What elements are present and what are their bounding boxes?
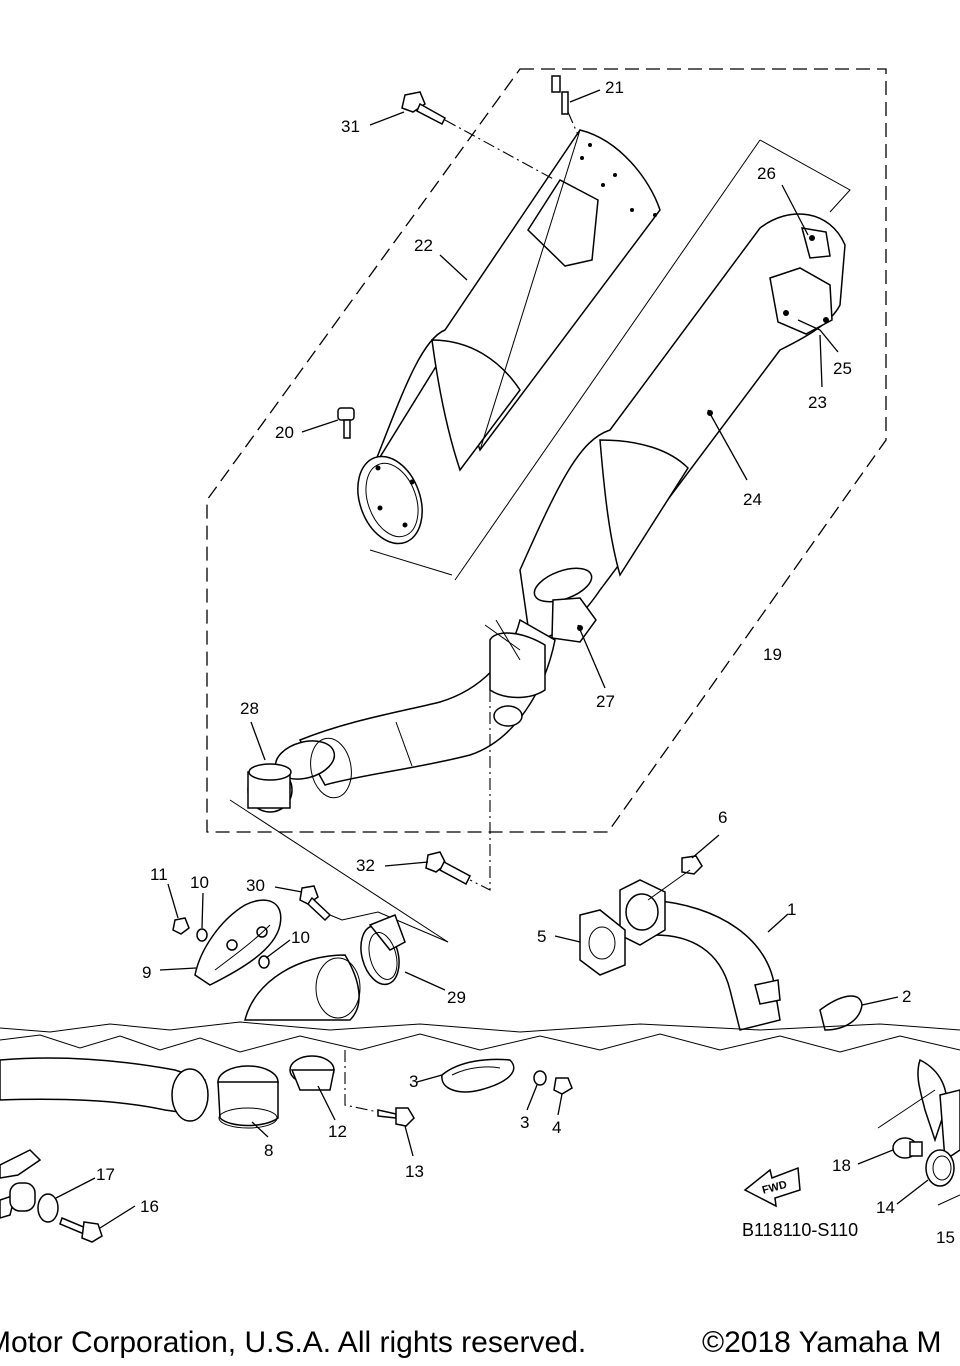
bolt-part-4 (553, 1077, 573, 1095)
callout-4: 4 (552, 1118, 561, 1137)
gasket-part-28 (247, 737, 352, 813)
callout-13: 13 (405, 1162, 424, 1181)
gasket-part-8 (217, 1065, 279, 1129)
callout-16: 16 (140, 1197, 159, 1216)
callout-18: 18 (832, 1156, 851, 1175)
callout-12: 12 (328, 1122, 347, 1141)
callout-9: 9 (142, 963, 151, 982)
diagram-code: B118110-S110 (742, 1220, 858, 1240)
nut-part-6 (681, 855, 703, 875)
callout-20: 20 (275, 423, 294, 442)
exhaust-pipe-part-1 (619, 879, 781, 1031)
bolt-part-30 (299, 885, 332, 922)
muffler-inlet-pipe (298, 618, 556, 786)
callout-30: 30 (246, 876, 265, 895)
callout-25: 25 (833, 359, 852, 378)
pipe-part-right (917, 1058, 960, 1162)
bolt-part-16 (59, 1216, 103, 1243)
bolt-part-11 (172, 917, 190, 935)
callout-28: 28 (240, 699, 259, 718)
footer-copyright-right: ©2018 Yamaha M (702, 1326, 941, 1359)
callout-15: 15 (936, 1228, 955, 1247)
gasket-part-5 (579, 909, 626, 976)
clamp-part-14 (925, 1149, 955, 1187)
callout-27: 27 (596, 692, 615, 711)
callout-26: 26 (757, 164, 776, 183)
bolt-part-31 (401, 91, 446, 126)
callout-31: 31 (341, 117, 360, 136)
footer-copyright-left: Motor Corporation, U.S.A. All rights res… (0, 1326, 586, 1359)
callout-17: 17 (96, 1165, 115, 1184)
callout-21: 21 (605, 78, 624, 97)
washer-part-10b (258, 955, 270, 969)
washer-part-3b (533, 1070, 547, 1086)
callout-24: 24 (743, 490, 762, 509)
callout-8: 8 (264, 1141, 273, 1160)
screw-part-20 (337, 407, 355, 439)
callout-1: 1 (787, 900, 796, 919)
callout-11: 11 (150, 865, 168, 884)
callout-10a: 10 (190, 873, 209, 892)
callout-6: 6 (718, 808, 727, 827)
callout-3b: 3 (520, 1113, 529, 1132)
fwd-arrow-icon: FWD (743, 1166, 801, 1208)
heat-protector-part-22 (369, 129, 661, 576)
washer-part-10a (196, 928, 208, 942)
torn-page-edge (0, 1033, 960, 1053)
bolt-part-13 (377, 1107, 415, 1127)
callout-2: 2 (902, 987, 911, 1006)
callout-22: 22 (414, 236, 433, 255)
callout-23: 23 (808, 393, 827, 412)
collar-part-18 (892, 1137, 923, 1159)
screw-part-21 (551, 75, 569, 115)
gasket-part-3a (441, 1058, 515, 1093)
callout-32: 32 (356, 856, 375, 875)
callout-19: 19 (763, 645, 782, 664)
callout-3a: 3 (409, 1072, 418, 1091)
callout-14: 14 (876, 1198, 895, 1217)
muffler-assembly-boundary (206, 68, 887, 833)
protector-part-9 (194, 899, 282, 986)
front-pipe-part (0, 1057, 209, 1122)
callout-5: 5 (537, 927, 546, 946)
callout-10b: 10 (291, 928, 310, 947)
damper-part (9, 1182, 36, 1212)
clamp-part-29 (360, 914, 406, 986)
clamp-part-12 (289, 1055, 335, 1091)
callout-29: 29 (447, 988, 466, 1007)
washer-part-17 (37, 1193, 59, 1223)
joint-pipe-part (244, 954, 361, 1021)
bolt-part-32 (425, 851, 471, 886)
protector-band-part (357, 455, 423, 545)
muffler-part-24 (519, 213, 846, 643)
protector-part-2 (819, 995, 863, 1031)
